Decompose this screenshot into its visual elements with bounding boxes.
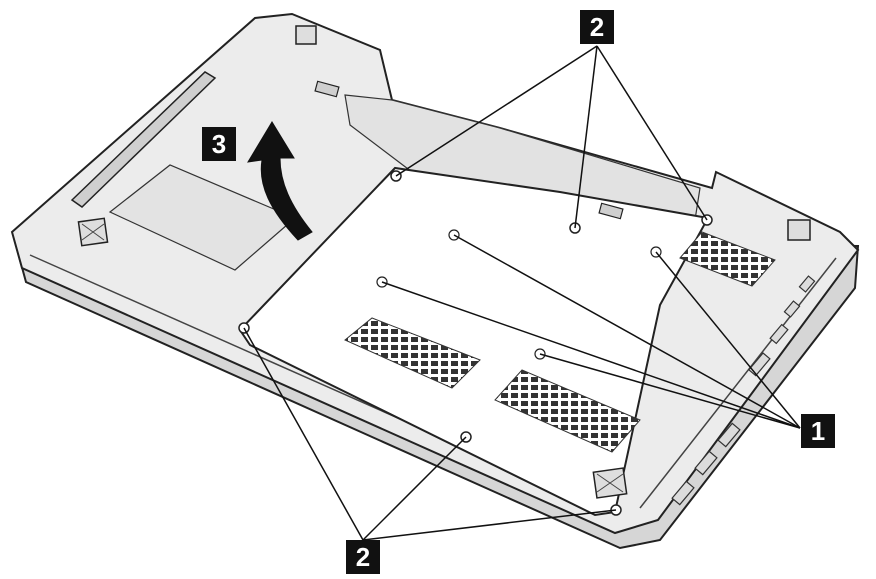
edge-line <box>639 257 837 509</box>
lift-arrow-icon <box>247 121 313 241</box>
callout-1: 1 <box>801 414 835 448</box>
vent-grille-icon <box>344 317 481 389</box>
latch-icon <box>314 80 340 98</box>
hinge-ridge <box>70 71 217 208</box>
rubber-foot-icon <box>787 219 811 241</box>
rubber-foot-icon <box>77 217 109 247</box>
leader-lines-2-bottom <box>243 327 617 541</box>
callout-2-top: 2 <box>580 10 614 44</box>
latch-icon <box>598 202 624 220</box>
vent-grille-icon <box>494 369 641 453</box>
callout-2-bottom: 2 <box>346 540 380 574</box>
vent-grille-icon <box>679 231 776 287</box>
callout-3: 3 <box>202 127 236 161</box>
leader-lines-2-top <box>395 45 708 229</box>
rubber-foot-icon <box>295 25 317 45</box>
side-ports <box>671 275 816 506</box>
rubber-foot-icon <box>592 467 628 499</box>
leader-lines-1 <box>381 234 801 429</box>
